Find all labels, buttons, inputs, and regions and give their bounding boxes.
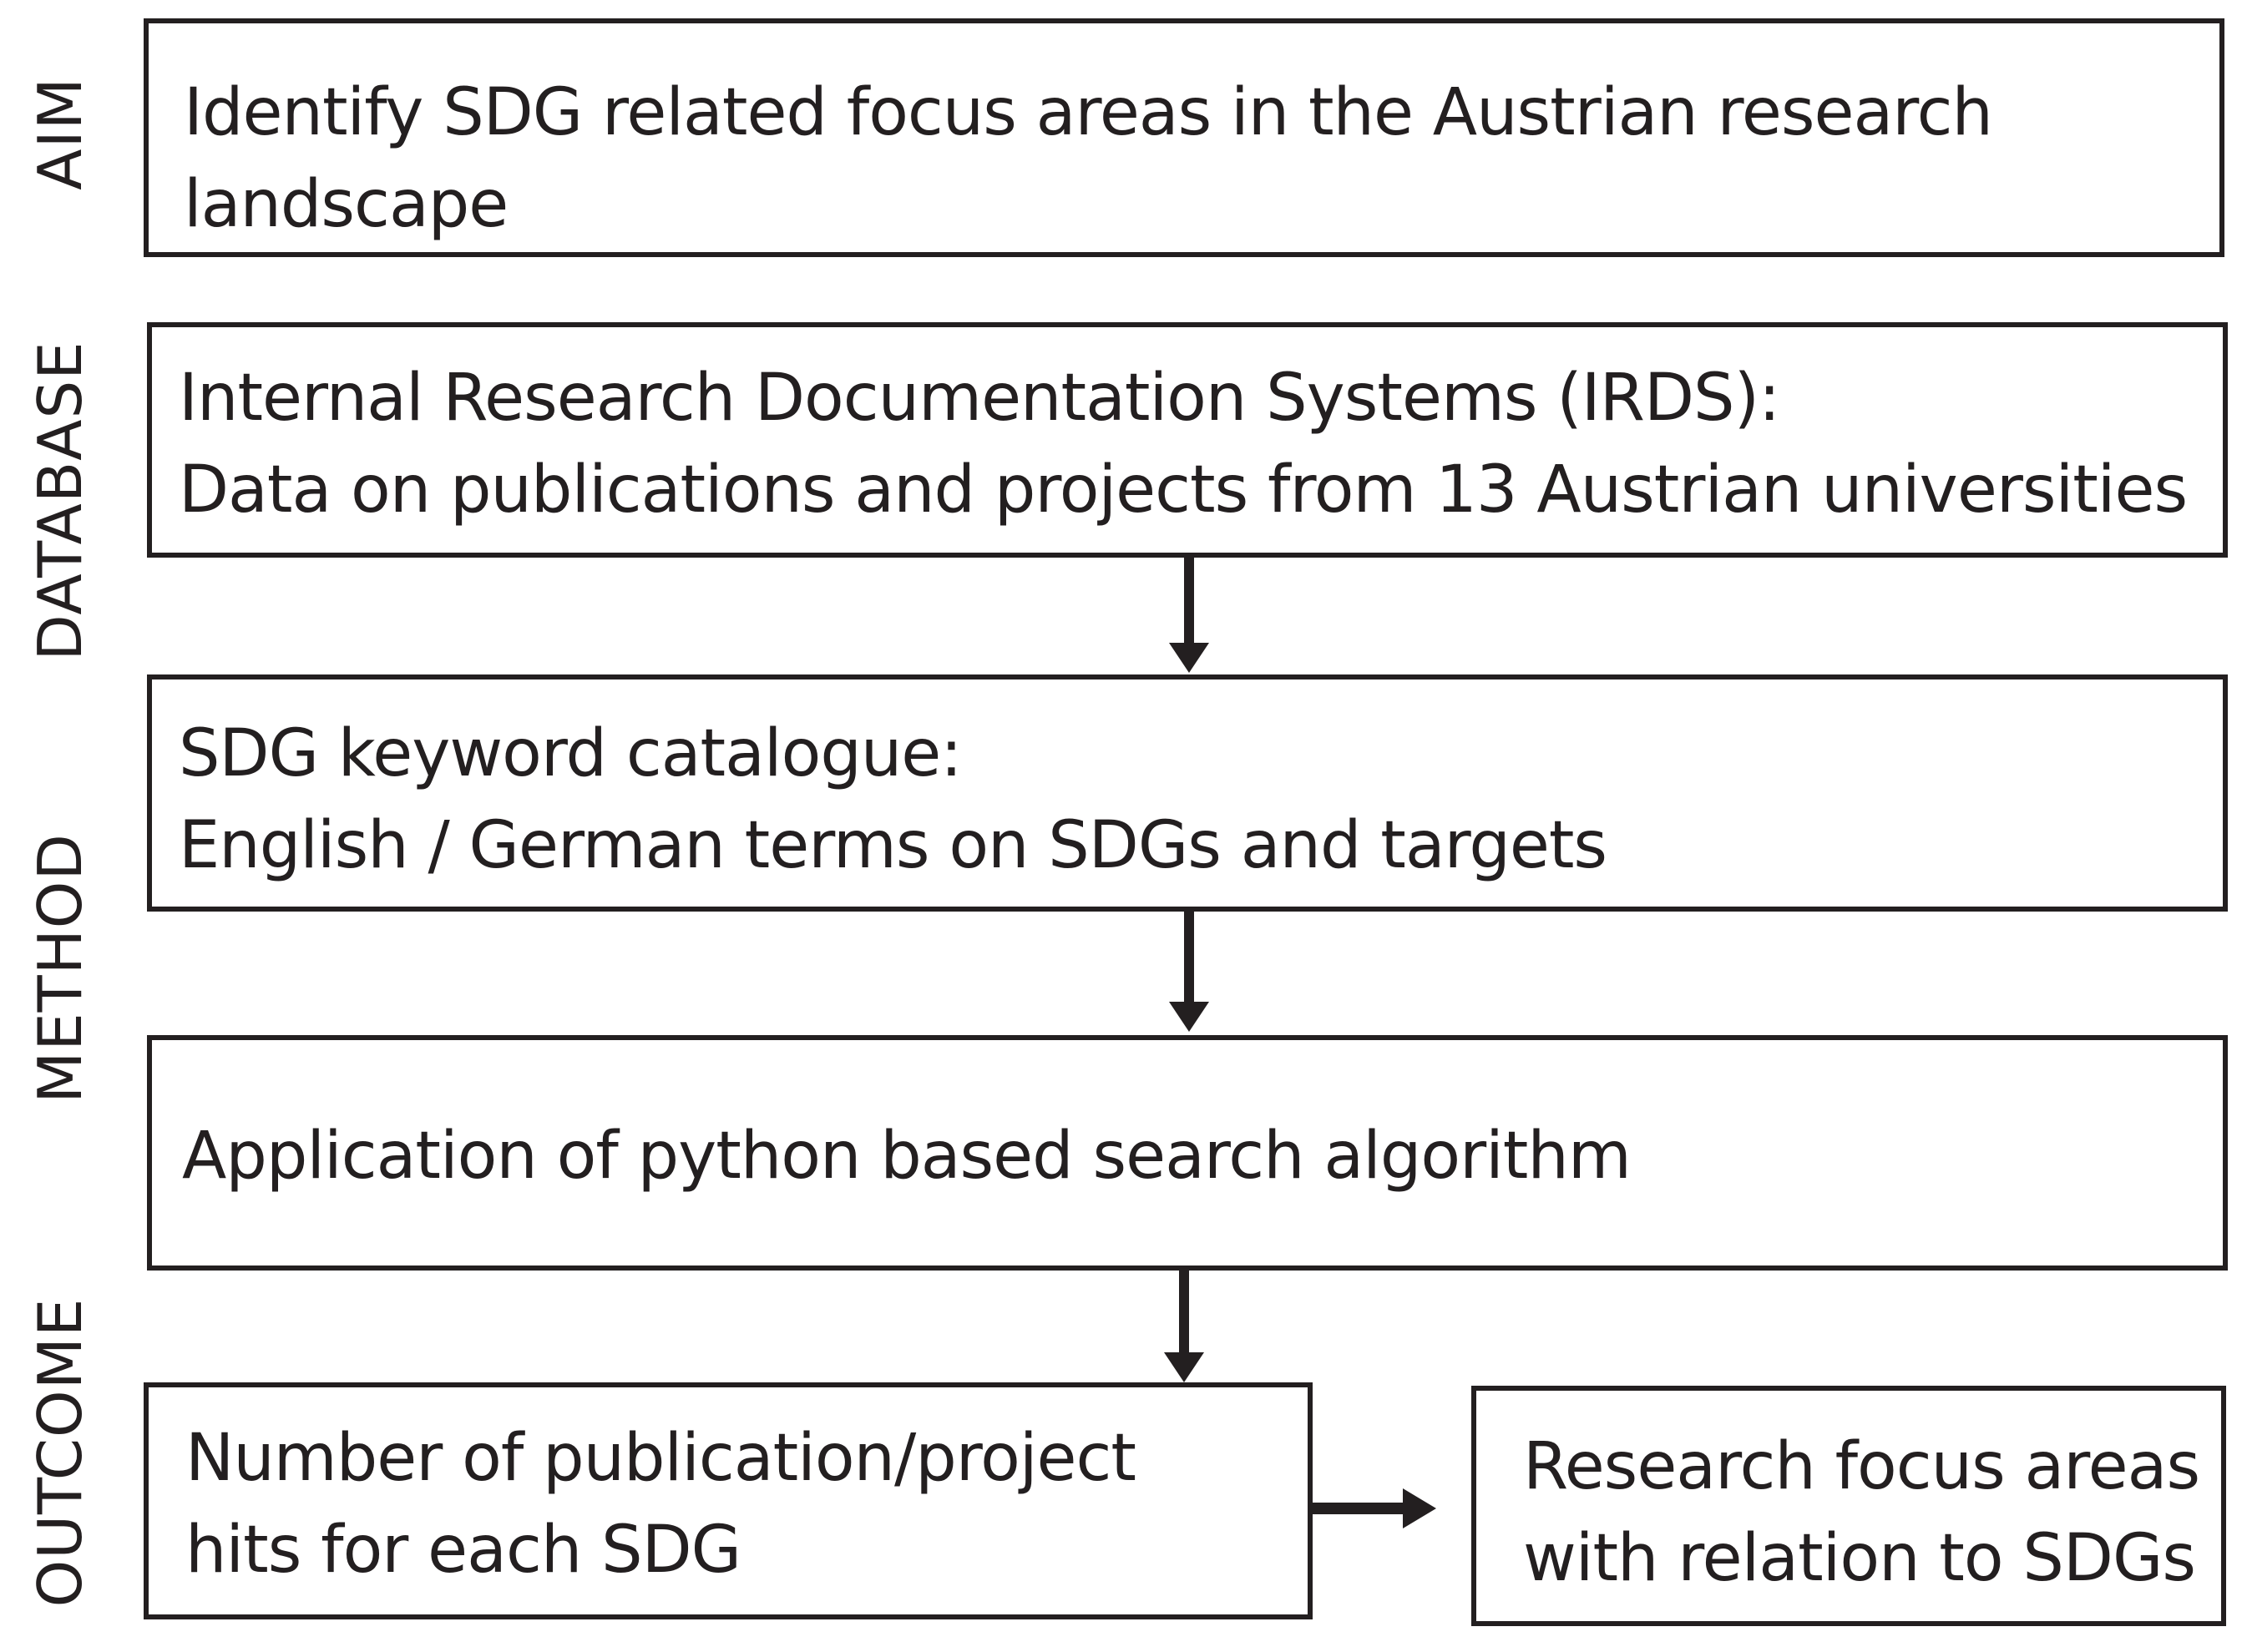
arrowhead-algorithm-to-hits: [1164, 1352, 1204, 1382]
keyword-catalogue-box: SDG keyword catalogue: English / German …: [147, 674, 2228, 912]
arrow-keywords-to-algorithm: [1184, 912, 1194, 1003]
database-box: Internal Research Documentation Systems …: [147, 322, 2228, 558]
research-focus-areas-line-2: with relation to SDGs: [1523, 1521, 2196, 1596]
database-box-line-1: Internal Research Documentation Systems …: [179, 361, 1780, 436]
sdg-hits-line-1: Number of publication/project: [185, 1421, 1136, 1496]
research-focus-areas-line-1: Research focus areas: [1523, 1429, 2200, 1504]
aim-box: Identify SDG related focus areas in the …: [144, 18, 2224, 257]
search-algorithm-line-1: Application of python based search algor…: [182, 1119, 1632, 1194]
side-label-outcome: OUTCOME: [25, 1297, 95, 1608]
arrow-database-to-keywords: [1184, 558, 1194, 644]
keyword-catalogue-line-2: English / German terms on SDGs and targe…: [179, 808, 1607, 883]
sdg-hits-box: Number of publication/project hits for e…: [144, 1382, 1313, 1619]
side-label-database: DATABASE: [25, 341, 95, 661]
search-algorithm-box: Application of python based search algor…: [147, 1035, 2228, 1271]
keyword-catalogue-line-1: SDG keyword catalogue:: [179, 716, 963, 791]
side-label-method: METHOD: [25, 833, 95, 1104]
arrowhead-database-to-keywords: [1169, 643, 1209, 673]
aim-box-line-2: landscape: [184, 167, 509, 242]
aim-box-line-1: Identify SDG related focus areas in the …: [184, 75, 1993, 150]
arrowhead-hits-to-focus-areas: [1403, 1488, 1436, 1528]
arrow-hits-to-focus-areas: [1313, 1503, 1406, 1514]
database-box-line-2: Data on publications and projects from 1…: [179, 452, 2188, 528]
sdg-hits-line-2: hits for each SDG: [185, 1513, 741, 1588]
side-label-aim: AIM: [25, 77, 95, 190]
arrow-algorithm-to-hits: [1179, 1271, 1189, 1354]
research-focus-areas-box: Research focus areas with relation to SD…: [1471, 1386, 2226, 1626]
arrowhead-keywords-to-algorithm: [1169, 1002, 1209, 1032]
